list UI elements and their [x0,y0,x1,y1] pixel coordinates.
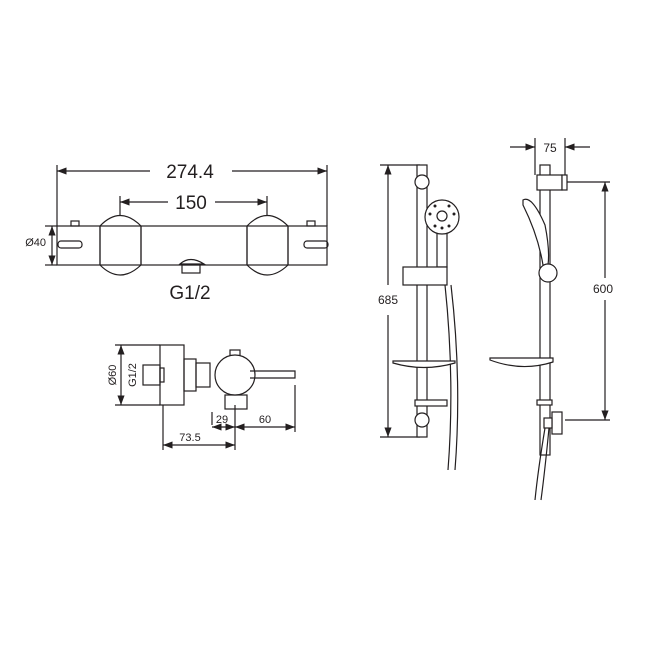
dim-body-diameter: Ø40 [25,237,46,249]
mixer-side-view [115,344,296,450]
dim-offset: 29 [216,414,228,426]
dim-plate-diameter: Ø60 [107,365,119,386]
label-outlet-thread: G1/2 [169,283,210,304]
dim-bracket-spacing: 600 [593,282,613,296]
dim-rail-height: 685 [378,293,398,307]
shower-rail-side-view [489,138,610,501]
dim-depth: 73.5 [179,432,200,444]
mixer-top-view [45,165,329,276]
dim-projection: 75 [543,141,557,155]
dim-handle-length: 60 [259,414,271,426]
label-inlet-thread: G1/2 [127,363,139,387]
dim-overall-width: 274.4 [166,162,214,183]
shower-rail-front-view [380,164,460,471]
dim-inlet-spacing: 150 [175,193,207,214]
